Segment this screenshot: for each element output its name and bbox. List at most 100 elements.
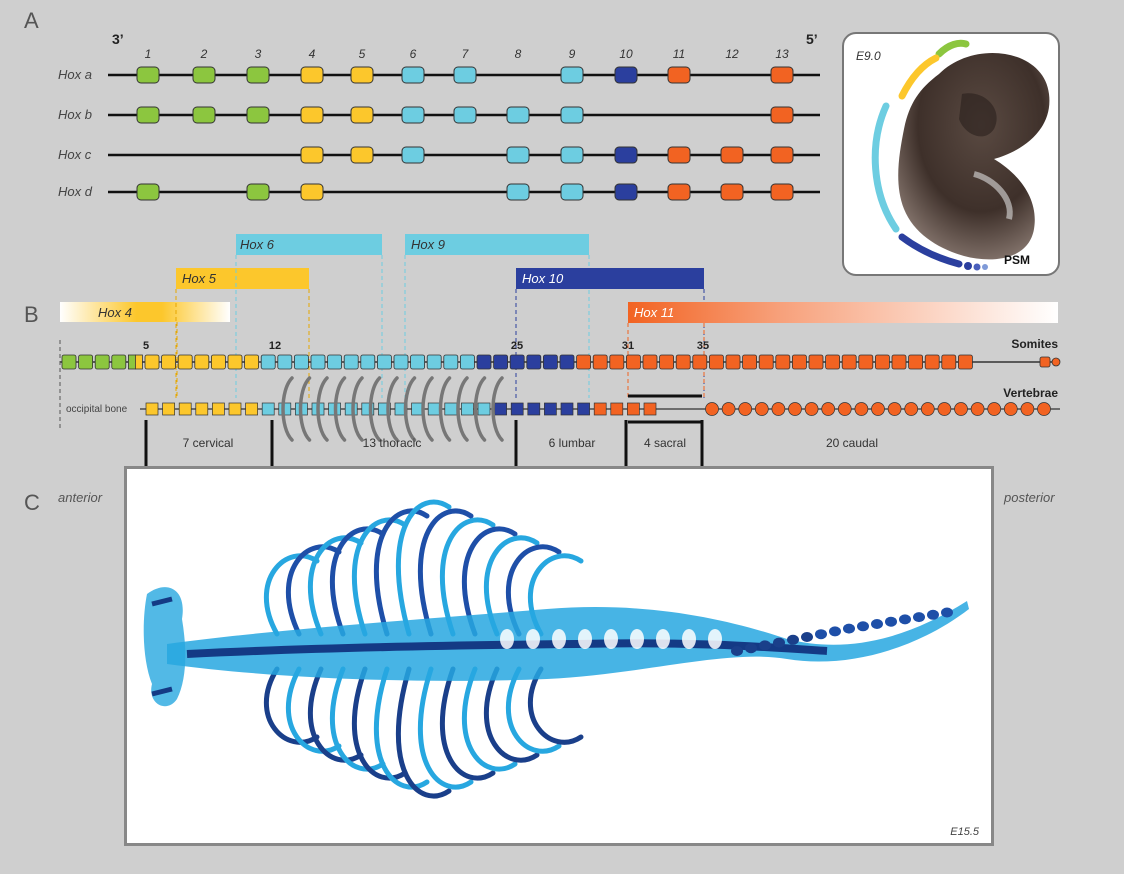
somite [758,354,774,370]
vertebra [344,402,358,416]
hox-domain-bar: Hox 4 [60,302,230,398]
vertebra [560,402,574,416]
posterior-label: posterior [1004,490,1055,505]
somite [875,354,890,370]
caudal-bead [871,619,883,629]
hox-domain-bar: Hox 10 [515,268,705,398]
embryo-stage-label: E9.0 [856,49,881,63]
rib-arc [386,376,399,442]
hox-gene-box [300,106,324,124]
somite [210,354,226,370]
hox-gene-box [506,146,530,164]
vertebra [610,402,624,416]
hox-gene-box [136,66,160,84]
somite-number: 5 [143,340,149,352]
caudal-vertebra [937,402,952,416]
caudal-vertebra [1037,402,1051,416]
caudal-bead [787,634,799,645]
caudal-vertebra [771,402,786,416]
caudal-bead [885,616,897,627]
hox-cluster-row: Hox a [58,66,820,84]
hox-gene-box [350,146,374,164]
somite [576,354,591,370]
somite [310,354,326,370]
somite [775,354,791,370]
somite [592,354,608,370]
paralog-number: 8 [515,47,522,61]
paralog-number: 10 [619,47,633,61]
rib-upper [462,526,518,637]
caudal-vertebra [854,402,869,416]
hox-gene-box [720,146,744,164]
paralog-number: 13 [775,47,789,61]
skeleton-illustration: E15.5 [143,499,980,838]
hox-gene-box [246,183,270,201]
rib-upper [285,544,342,637]
vertebral-gap [552,629,566,649]
somite [692,354,708,370]
somite [1051,357,1061,367]
somite [891,354,907,370]
rib-lower [307,666,364,763]
somite [808,354,824,370]
caudal-vertebra [1020,402,1035,416]
caudal-vertebra [987,402,1002,416]
somite [94,354,110,370]
vertebra [162,402,175,416]
vertebra [245,402,258,416]
somite [675,354,691,370]
vertebra [444,402,458,416]
hox-cluster-row: Hox b [58,106,820,124]
arc-darkblue [898,233,963,268]
hox-gene-box [192,66,216,84]
rib-arc [491,376,504,442]
somite [509,354,525,370]
caudal-vertebra [954,402,968,416]
caudal-vertebra [837,402,852,416]
somite [858,354,874,370]
arc-lightblue [871,102,900,233]
vertebral-gap [682,629,696,649]
paralog-number: 7 [462,47,470,61]
hox-gene-box [300,146,324,164]
hox-domain-bar: Hox 9 [404,234,590,398]
somite-number: 31 [622,340,634,352]
rib-arc [351,376,364,442]
somite [493,354,509,370]
rib-lower [462,666,518,772]
somite [410,354,426,370]
domain-label: Hox 9 [411,237,445,252]
hox-gene-box [246,66,270,84]
domain-fill [628,302,1058,323]
rib-upper [484,535,540,637]
hox-cluster-row: Hox d [58,183,820,201]
hox-gene-box [453,66,477,84]
caudal-bead [899,614,911,625]
vertebra [627,402,640,416]
caudal-vertebra [904,402,919,416]
rib-upper [418,508,474,637]
caudal-vertebra [721,402,736,416]
somite [941,354,957,370]
caudal-vertebra [738,402,753,416]
caudal-bead [759,640,771,651]
cluster-label: Hox d [58,184,93,199]
region-label: 13 thoracic [363,436,422,450]
vertebra [178,402,192,416]
domain-fill [176,268,309,289]
vertebra [427,402,441,416]
rib-arc [421,376,434,442]
region-label: 6 lumbar [549,436,596,450]
domain-label: Hox 6 [240,237,275,252]
vertebral-gap [500,629,514,649]
psm-label: PSM [1004,253,1030,267]
caudal-bead [843,623,855,634]
vertebral-gap [578,629,592,649]
somite [426,354,442,370]
embryo-e9-inset: E9.0 PSM [842,32,1060,276]
hox-gene-box [560,106,584,124]
somite [841,354,857,370]
